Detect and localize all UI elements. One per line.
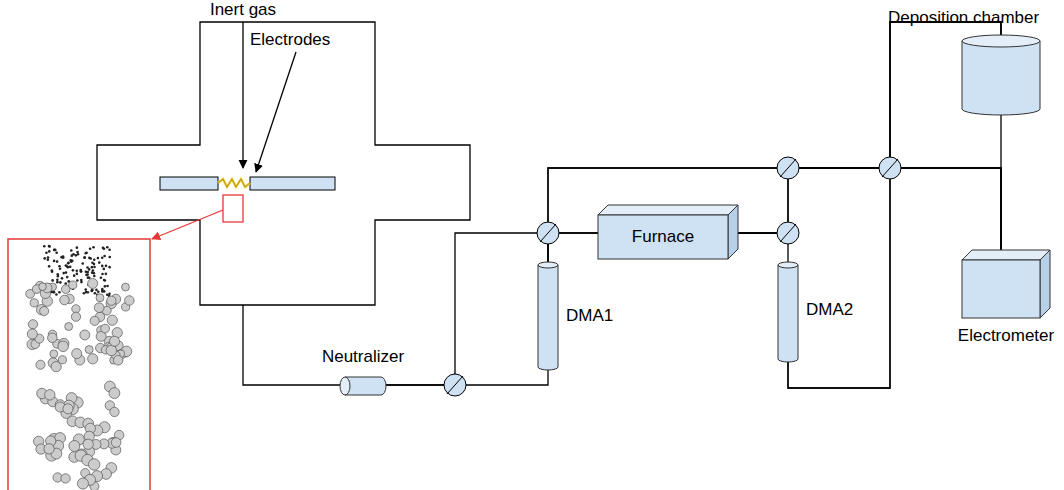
zoom-arrow	[152, 210, 223, 239]
node-label: Deposition chamber	[888, 8, 1039, 28]
electrode-pointer	[256, 52, 296, 172]
inlet-label: Inert gas	[210, 0, 276, 20]
valve	[777, 157, 799, 179]
deposition-chamber: Deposition chamber	[962, 35, 1040, 115]
pipe-connector	[1000, 115, 1001, 250]
node-label: DMA2	[806, 300, 853, 320]
neutralizer-cylinder: Neutralizer	[340, 377, 386, 395]
zoom-panel	[8, 239, 150, 490]
electrometer-box: Electrometer	[962, 250, 1050, 318]
electrode	[160, 177, 218, 190]
electrode	[250, 177, 335, 190]
dma-column: DMA1	[538, 262, 558, 370]
valve	[444, 374, 466, 396]
dma-column-outline	[778, 262, 798, 362]
zoom-region	[223, 195, 243, 222]
particle-growth	[26, 245, 134, 490]
pipe-connector	[548, 22, 1001, 262]
gas-inlet-arrow	[242, 22, 243, 168]
valve	[537, 222, 559, 244]
valve	[879, 157, 901, 179]
outlet-pipe	[243, 305, 340, 385]
dma-column-outline	[538, 262, 558, 370]
dma-column: DMA2	[778, 262, 798, 362]
furnace-box: Furnace	[598, 205, 738, 259]
node-label: Furnace	[632, 227, 694, 247]
spark-core	[218, 179, 250, 187]
pipe-connector	[548, 168, 1001, 262]
deposition-chamber-outline	[962, 35, 1040, 115]
part-label: Electrodes	[250, 30, 330, 50]
node-label: Neutralizer	[322, 347, 404, 367]
electrometer-box-outline	[962, 250, 1050, 318]
valve	[777, 222, 799, 244]
node-label: DMA1	[566, 306, 613, 326]
pipe-connector	[738, 168, 1001, 250]
generation-chamber	[97, 22, 470, 305]
node-label: Electrometer	[958, 326, 1054, 346]
spark	[218, 179, 250, 187]
neutralizer-cylinder-outline	[340, 377, 386, 395]
pipe-connector	[386, 370, 548, 385]
